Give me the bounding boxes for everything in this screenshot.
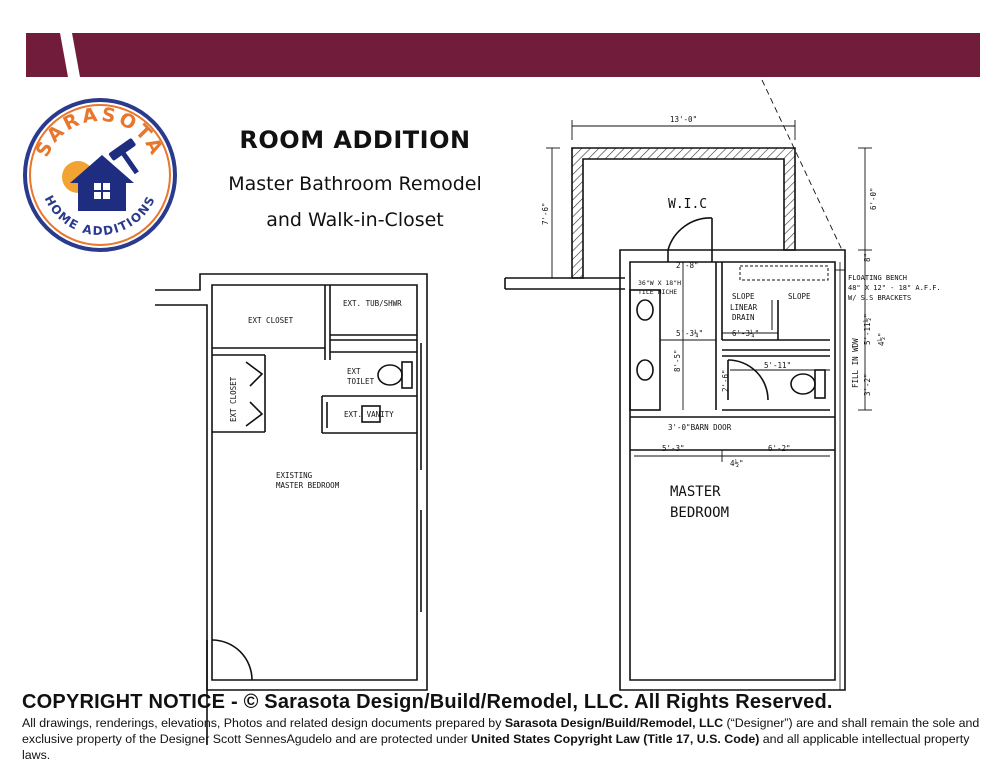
label-wic: W.I.C — [668, 197, 707, 212]
dim-top: 13'-0" — [670, 115, 697, 124]
bench-3: W/ S.S BRACKETS — [848, 294, 911, 302]
bifold-door — [245, 401, 264, 427]
dim-right-1: 8" — [863, 253, 872, 262]
dim-vanity-w: 5'-3¼" — [676, 329, 703, 338]
page-title: ROOM ADDITION — [239, 126, 471, 154]
label-ext-closet-top: EXT CLOSET — [248, 316, 294, 325]
dim-shower-w: 6'-3¼" — [732, 329, 759, 338]
dim-right-2: 5'-11½" — [863, 313, 872, 345]
bench-2: 48" X 12" - 18" A.F.F. — [848, 284, 941, 292]
dim-right-wic: 6'-0" — [869, 187, 878, 210]
dim-left-wic: 7'-6" — [541, 202, 550, 225]
sink — [361, 405, 381, 423]
copyright-heading: COPYRIGHT NOTICE - © Sarasota Design/Bui… — [22, 691, 833, 713]
sink-2 — [636, 359, 654, 381]
bench-1: FLOATING BENCH — [848, 274, 907, 282]
copyright-text-3: and all applicable intellectual property… — [22, 732, 970, 762]
copyright-law: United States Copyright Law (Title 17, U… — [471, 732, 760, 746]
dim-left-bed: 5'-3" — [662, 444, 685, 453]
subtitle-line-1: Master Bathroom Remodel — [228, 173, 482, 195]
dim-mid-bed: 4½" — [730, 459, 744, 468]
proposed-inner-wall — [629, 261, 836, 681]
copyright-text-2: (“Designer”) are and shall remain the so… — [22, 716, 980, 746]
house-icon — [70, 155, 134, 211]
dim-right-4: 3'-2" — [863, 373, 872, 396]
dimension-lines — [546, 79, 872, 462]
wic-wall-hatched — [571, 147, 796, 279]
proposed-floor-plan — [504, 147, 846, 691]
slope-right: SLOPE — [788, 292, 811, 301]
existing-inner-wall — [211, 284, 418, 681]
vanity — [629, 289, 661, 411]
dim-wc-w: 5'-11" — [764, 361, 791, 370]
copyright-text-1: All drawings, renderings, elevations, Ph… — [22, 716, 505, 730]
copyright-company: Sarasota Design/Build/Remodel, LLC — [504, 716, 724, 730]
label-ext-closet-side: EXT CLOSET — [229, 376, 238, 422]
label-ext-tub: EXT. TUB/SHWR — [343, 299, 402, 308]
barn-door: 3'-0"BARN DOOR — [668, 423, 732, 432]
title-block: ROOM ADDITION Master Bathroom Remodel an… — [190, 126, 520, 238]
label-master: MASTER — [670, 484, 721, 500]
dim-door: 2'-8" — [676, 261, 699, 270]
hammer-icon — [109, 138, 139, 175]
slope-left: SLOPE — [732, 292, 755, 301]
wall — [504, 277, 625, 290]
company-logo: SARASOTA HOME ADDITIONS — [23, 98, 177, 252]
label-master-bedroom-existing: MASTER BEDROOM — [276, 481, 340, 490]
floating-bench — [739, 265, 829, 281]
bifold-door — [245, 361, 264, 387]
label-ext-toilet-2: TOILET — [347, 377, 375, 386]
toilet-bowl — [790, 373, 816, 395]
existing-labels: EXT CLOSET EXT. TUB/SHWR EXT TOILET EXT.… — [229, 299, 402, 490]
door-swing — [211, 639, 253, 681]
banner-main-bar — [72, 33, 980, 77]
dim-wc-door: 2'-6" — [721, 369, 730, 392]
niche-1: 36"W X 18"H — [638, 279, 681, 287]
banner-left-tab — [26, 33, 68, 77]
page-subtitle: Master Bathroom Remodel and Walk-in-Clos… — [190, 166, 520, 238]
copyright-notice: COPYRIGHT NOTICE - © Sarasota Design/Bui… — [22, 690, 987, 763]
existing-outer-wall — [155, 273, 428, 691]
proposed-outer-wall — [619, 249, 846, 691]
sink-1 — [636, 299, 654, 321]
toilet-bowl — [377, 364, 403, 386]
fill-window: FILL IN WDW — [851, 338, 860, 388]
copyright-body: All drawings, renderings, elevations, Ph… — [22, 715, 987, 763]
drain-2: DRAIN — [732, 313, 755, 322]
dim-right-bed: 6'-2" — [768, 444, 791, 453]
drain-1: LINEAR — [730, 303, 758, 312]
toilet — [401, 361, 413, 389]
label-bedroom: BEDROOM — [670, 505, 729, 521]
niche-2: TILE NICHE — [638, 288, 677, 296]
label-ext-vanity: EXT. VANITY — [344, 410, 394, 419]
existing-floor-plan — [155, 273, 428, 745]
label-existing: EXISTING — [276, 471, 313, 480]
door-swing — [727, 359, 769, 401]
subtitle-line-2: and Walk-in-Closet — [266, 209, 444, 231]
proposed-labels: 13'-0" 7'-6" 6'-0" W.I.C 2'-8" 36"W X 18… — [541, 115, 941, 521]
label-ext-toilet-1: EXT — [347, 367, 361, 376]
door-swing — [667, 217, 713, 251]
dim-bath-h: 8'-5" — [673, 349, 682, 372]
toilet — [814, 369, 826, 399]
header-banner — [26, 33, 980, 77]
dim-right-3: 4½" — [877, 332, 886, 346]
